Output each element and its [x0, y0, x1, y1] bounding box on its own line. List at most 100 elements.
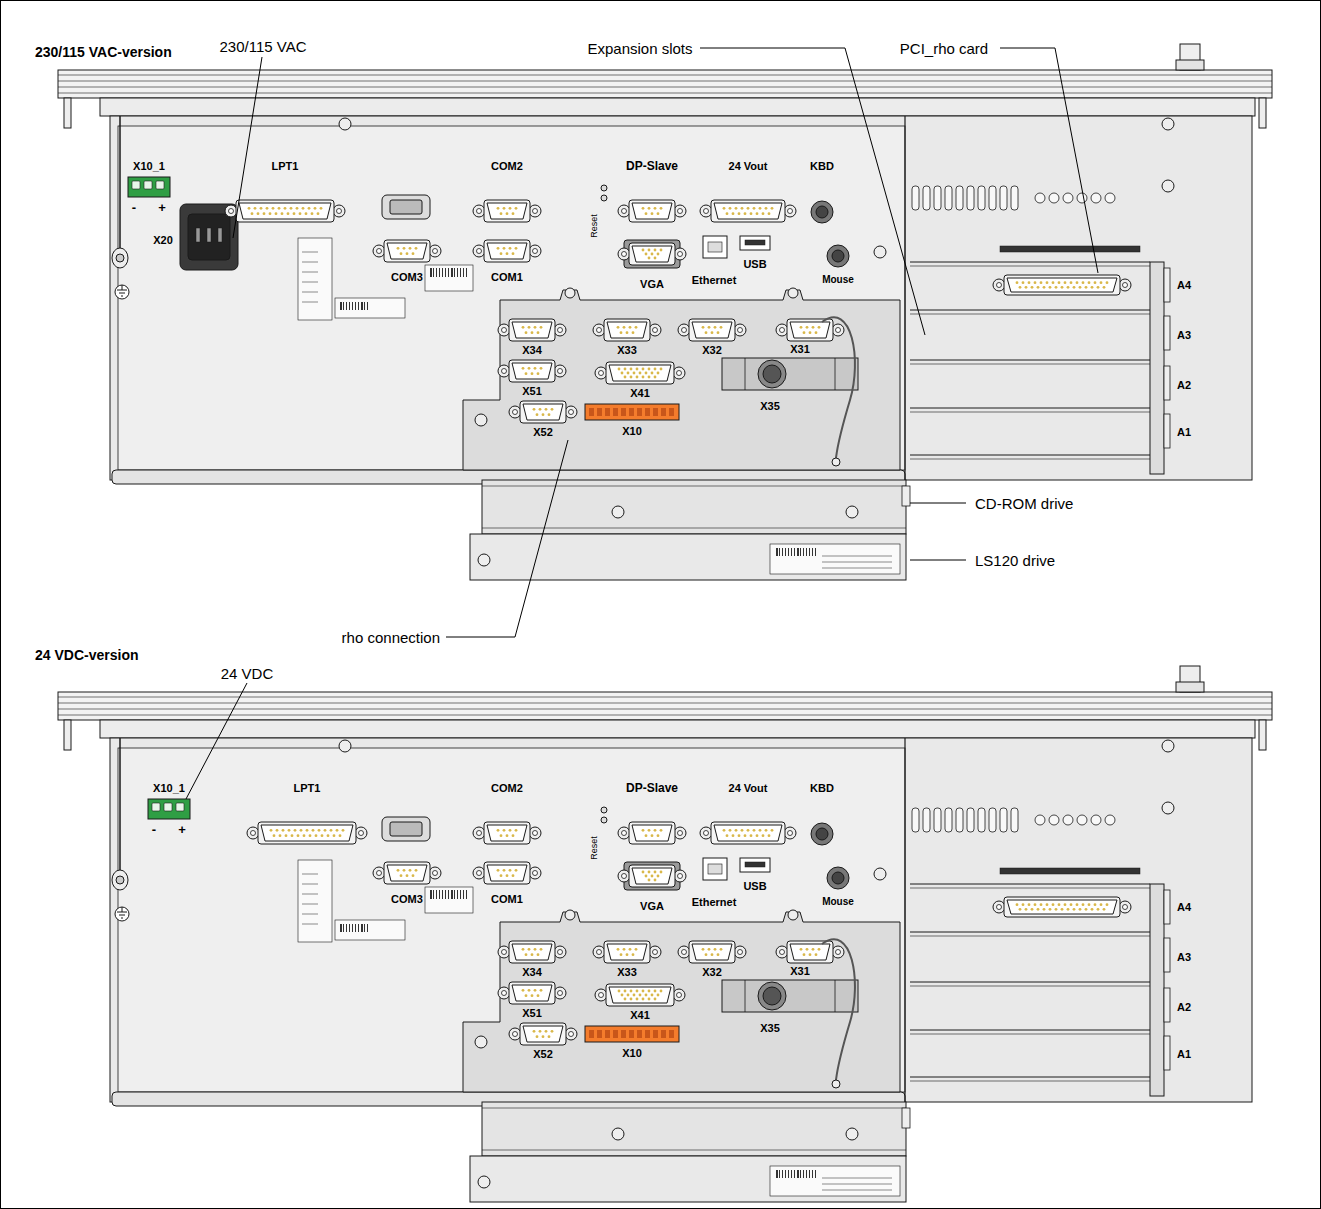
connector-label: X10_1 [153, 783, 185, 794]
vent-hole [1035, 193, 1045, 203]
polarity-mark: + [158, 201, 166, 214]
bracket-ear [1164, 316, 1170, 350]
leader-line [233, 57, 262, 238]
pin [400, 874, 403, 877]
bar [782, 1170, 783, 1178]
pin [406, 874, 409, 877]
screw [700, 205, 712, 217]
screw [1162, 180, 1174, 192]
pin [636, 368, 639, 371]
pin [1049, 908, 1052, 911]
pin [1094, 903, 1097, 906]
leader-line [700, 48, 925, 335]
pin [314, 207, 317, 210]
housing-body [110, 738, 1252, 1102]
ps2-socket [811, 201, 833, 223]
screw-hole [502, 328, 507, 333]
screw [612, 1128, 624, 1140]
vent-slot [989, 186, 996, 210]
rho-plate [463, 290, 900, 470]
pin [762, 212, 765, 215]
bar [343, 302, 344, 310]
pin [537, 372, 540, 375]
connector-label: X33 [617, 967, 637, 978]
connector-shell [1004, 275, 1120, 295]
pin [275, 212, 278, 215]
x35-socket-core [763, 365, 781, 383]
pin [806, 948, 809, 951]
d-sub-connector [498, 319, 566, 341]
bar [803, 1170, 804, 1178]
callout-label: 24 VDC [221, 666, 274, 681]
drive-line [482, 486, 906, 487]
pin [726, 212, 729, 215]
connector-face [1007, 900, 1117, 914]
pin [515, 829, 518, 832]
pin [636, 990, 639, 993]
bar [785, 1170, 786, 1178]
pin [302, 207, 305, 210]
pin [818, 326, 821, 329]
card-slot [1000, 868, 1140, 874]
screw-hole [558, 369, 563, 374]
screw [593, 324, 605, 336]
terminal-pin [144, 181, 152, 189]
screw-hole [622, 209, 627, 214]
ground-wire [119, 738, 121, 870]
pin [1037, 286, 1040, 289]
pin [651, 212, 654, 215]
vent-slot [1000, 186, 1007, 210]
pin [540, 989, 543, 992]
ground-symbol-line [121, 918, 123, 919]
ground-stud [112, 248, 128, 268]
pin [406, 252, 409, 255]
screw-hole [653, 950, 658, 955]
pin [1088, 281, 1091, 284]
power-terminal [128, 177, 170, 197]
bar [448, 268, 449, 277]
slot-bracket [1150, 262, 1164, 474]
pin [497, 869, 500, 872]
pin [409, 247, 412, 250]
leader-line [186, 683, 247, 799]
pin [711, 331, 714, 334]
screw-hole [251, 831, 256, 836]
pin [1088, 903, 1091, 906]
screw [674, 827, 686, 839]
pin [750, 834, 753, 837]
screw [339, 740, 351, 752]
leader-line [910, 503, 966, 504]
bar [442, 268, 443, 277]
connector-label: VGA [640, 279, 664, 290]
connector-shell [509, 982, 555, 1004]
pin [633, 372, 636, 375]
inlet-pin [196, 228, 200, 242]
pin [765, 207, 768, 210]
housing-body [110, 116, 1252, 480]
bracket-ear [1164, 890, 1170, 924]
d-sub-connector [498, 941, 566, 963]
pin [1031, 908, 1034, 911]
screw-hole [682, 950, 687, 955]
vent-hole [1049, 815, 1059, 825]
screw [429, 867, 441, 879]
type-plate-line [302, 292, 318, 293]
bar [367, 924, 368, 932]
mounting-stud [1259, 98, 1266, 128]
pin [500, 252, 503, 255]
pin [512, 252, 515, 255]
pin [771, 829, 774, 832]
screw-hole [682, 328, 687, 333]
pin [1022, 281, 1025, 284]
screw-hole [502, 369, 507, 374]
bar [430, 268, 432, 277]
pin [525, 994, 528, 997]
pin [654, 829, 657, 832]
connector-label: KBD [810, 161, 834, 172]
pin [279, 834, 282, 837]
bar [463, 890, 464, 899]
connector-face [487, 865, 527, 881]
callout-label: LS120 drive [975, 553, 1055, 568]
